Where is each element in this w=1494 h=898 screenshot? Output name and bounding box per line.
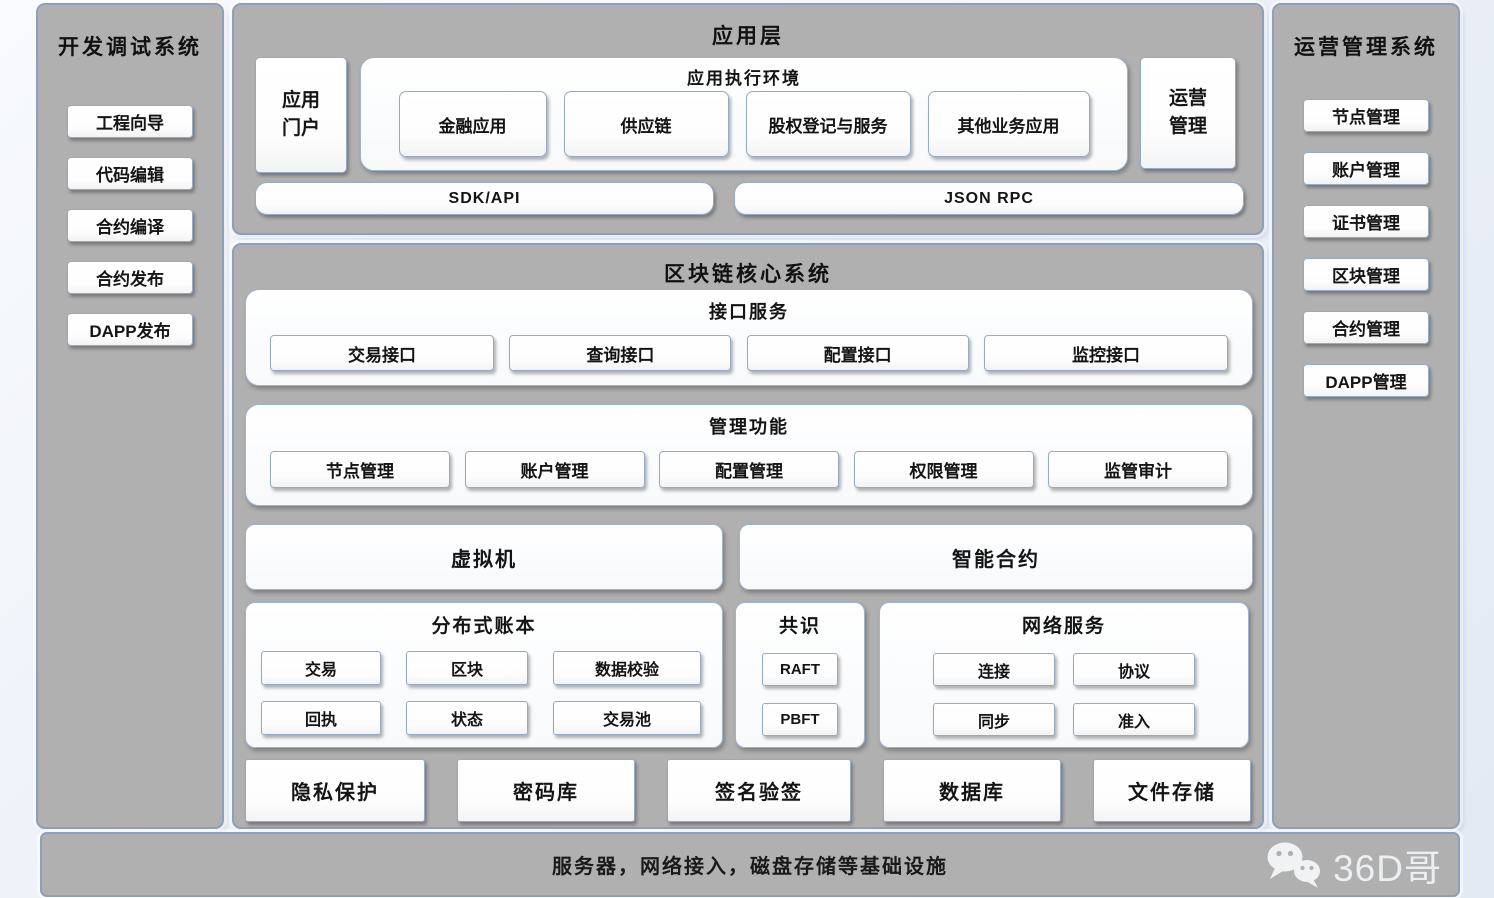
config-mgmt-box: 配置管理 (659, 451, 839, 488)
privacy-box: 隐私保护 (245, 759, 425, 822)
ledger-tx-box: 交易 (261, 651, 381, 685)
network-title: 网络服务 (1021, 616, 1106, 637)
audit-box: 监管审计 (1048, 451, 1228, 488)
config-interface-box: 配置接口 (746, 335, 969, 371)
app-supplychain-box: 供应链 (563, 91, 729, 157)
ops-item-node-mgmt: 节点管理 (1303, 99, 1429, 132)
file-storage-box: 文件存储 (1093, 759, 1251, 822)
app-runtime-title: 应用执行环境 (687, 69, 801, 88)
virtual-machine-box: 虚拟机 (245, 524, 723, 590)
network-row2: 同步 准入 (880, 703, 1248, 736)
ledger-title: 分布式账本 (431, 616, 537, 637)
network-sync-box: 同步 (933, 703, 1055, 736)
dev-item-project-wizard: 工程向导 (67, 105, 193, 138)
ops-mgmt-title: 运营管理系统 (1294, 36, 1438, 59)
infrastructure-bar: 服务器，网络接入，磁盘存储等基础设施 (40, 832, 1460, 897)
ops-item-cert-mgmt: 证书管理 (1303, 205, 1429, 238)
network-container: 网络服务 连接 协议 同步 准入 (879, 602, 1249, 748)
ledger-txpool-box: 交易池 (553, 701, 701, 735)
dev-item-dapp-publish: DAPP发布 (67, 313, 193, 346)
app-finance-box: 金融应用 (398, 91, 547, 157)
monitor-interface-box: 监控接口 (983, 335, 1228, 371)
application-layer-title: 应用层 (712, 25, 784, 48)
signature-box: 签名验签 (667, 759, 851, 822)
watermark: 36D哥 (1263, 834, 1442, 895)
application-layer-panel: 应用层 应用 门户 应用执行环境 金融应用 供应链 股权登记与服务 其他业务应用… (232, 3, 1264, 235)
network-access-box: 准入 (1073, 703, 1195, 736)
consensus-container: 共识 RAFT PBFT (735, 602, 865, 748)
raft-box: RAFT (762, 653, 838, 686)
dev-item-code-edit: 代码编辑 (67, 157, 193, 190)
network-protocol-box: 协议 (1073, 653, 1195, 686)
consensus-row1: RAFT (736, 653, 864, 686)
account-mgmt-box: 账户管理 (464, 451, 645, 488)
dev-debug-items: 工程向导 代码编辑 合约编译 合约发布 DAPP发布 (38, 105, 222, 346)
query-interface-box: 查询接口 (509, 335, 732, 371)
wechat-icon (1263, 840, 1325, 890)
ops-mgmt-panel: 运营管理系统 节点管理 账户管理 证书管理 区块管理 合约管理 DAPP管理 (1272, 3, 1460, 829)
app-equity-box: 股权登记与服务 (745, 91, 911, 157)
database-box: 数据库 (883, 759, 1061, 822)
app-portal-box: 应用 门户 (255, 57, 347, 173)
node-mgmt-box: 节点管理 (270, 451, 450, 488)
app-other-box: 其他业务应用 (927, 91, 1090, 157)
interface-services-title: 接口服务 (709, 302, 789, 322)
management-container: 管理功能 节点管理 账户管理 配置管理 权限管理 监管审计 (245, 404, 1253, 506)
ops-item-account-mgmt: 账户管理 (1303, 152, 1429, 185)
ledger-block-box: 区块 (406, 651, 528, 685)
interface-services-row: 交易接口 查询接口 配置接口 监控接口 (246, 335, 1252, 371)
ledger-receipt-box: 回执 (261, 701, 381, 735)
management-row: 节点管理 账户管理 配置管理 权限管理 监管审计 (246, 451, 1252, 488)
ledger-verify-box: 数据校验 (553, 651, 701, 685)
ledger-container: 分布式账本 交易 区块 数据校验 回执 状态 交易池 (245, 602, 723, 748)
dev-debug-title: 开发调试系统 (58, 36, 202, 59)
base-capabilities-row: 隐私保护 密码库 签名验签 数据库 文件存储 (245, 759, 1251, 822)
interface-services-container: 接口服务 交易接口 查询接口 配置接口 监控接口 (245, 289, 1253, 386)
ledger-row1: 交易 区块 数据校验 (246, 651, 722, 685)
blockchain-core-panel: 区块链核心系统 接口服务 交易接口 查询接口 配置接口 监控接口 管理功能 节点… (232, 243, 1264, 829)
consensus-row2: PBFT (736, 703, 864, 736)
watermark-text: 36D哥 (1333, 847, 1442, 889)
sdk-api-bar: SDK/API (255, 182, 714, 215)
infrastructure-label: 服务器，网络接入，磁盘存储等基础设施 (552, 856, 948, 878)
ledger-row2: 回执 状态 交易池 (246, 701, 722, 735)
app-runtime-container: 应用执行环境 金融应用 供应链 股权登记与服务 其他业务应用 (360, 57, 1128, 171)
ops-mgmt-items: 节点管理 账户管理 证书管理 区块管理 合约管理 DAPP管理 (1274, 99, 1458, 397)
network-row1: 连接 协议 (880, 653, 1248, 686)
dev-item-contract-publish: 合约发布 (67, 261, 193, 294)
management-title: 管理功能 (709, 417, 789, 437)
dev-item-contract-compile: 合约编译 (67, 209, 193, 242)
blockchain-core-title: 区块链核心系统 (664, 263, 832, 286)
pbft-box: PBFT (762, 703, 838, 736)
ops-item-dapp-mgmt: DAPP管理 (1303, 364, 1429, 397)
app-ops-box: 运营 管理 (1140, 57, 1236, 169)
permission-mgmt-box: 权限管理 (853, 451, 1034, 488)
ledger-state-box: 状态 (406, 701, 528, 735)
consensus-title: 共识 (778, 616, 821, 637)
tx-interface-box: 交易接口 (270, 335, 494, 371)
smart-contract-box: 智能合约 (739, 524, 1253, 590)
ops-item-block-mgmt: 区块管理 (1303, 258, 1429, 291)
app-runtime-row: 金融应用 供应链 股权登记与服务 其他业务应用 (361, 91, 1127, 157)
dev-debug-panel: 开发调试系统 工程向导 代码编辑 合约编译 合约发布 DAPP发布 (36, 3, 224, 829)
network-connect-box: 连接 (933, 653, 1055, 686)
ops-item-contract-mgmt: 合约管理 (1303, 311, 1429, 344)
json-rpc-bar: JSON RPC (734, 182, 1244, 215)
crypto-lib-box: 密码库 (457, 759, 635, 822)
